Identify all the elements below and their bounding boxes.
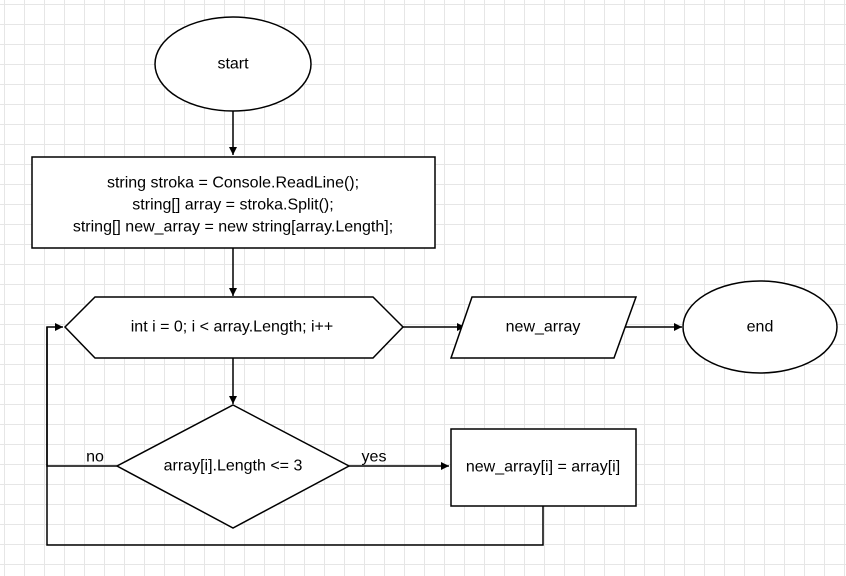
start-terminal [154, 16, 312, 112]
init-line-3: string[] new_array = new string[array.Le… [73, 219, 393, 236]
edge-label-yes: yes [362, 449, 387, 466]
init-line-2: string[] array = stroka.Split(); [132, 197, 333, 214]
loop-hexagon [63, 296, 405, 359]
edge-label-no: no [86, 449, 104, 466]
output-label: new_array [506, 319, 581, 336]
assign-process-box [450, 428, 637, 507]
assign-label: new_array[i] = array[i] [466, 459, 620, 476]
end-terminal [682, 280, 838, 374]
loop-label: int i = 0; i < array.Length; i++ [131, 319, 334, 336]
init-line-1: string stroka = Console.ReadLine(); [107, 175, 359, 192]
start-label: start [217, 56, 249, 73]
arrow-loop-back [46, 323, 544, 546]
output-parallelogram [449, 296, 638, 359]
end-label: end [747, 319, 774, 336]
init-process-box [31, 156, 436, 249]
condition-diamond [115, 404, 351, 529]
condition-label: array[i].Length <= 3 [164, 458, 303, 475]
